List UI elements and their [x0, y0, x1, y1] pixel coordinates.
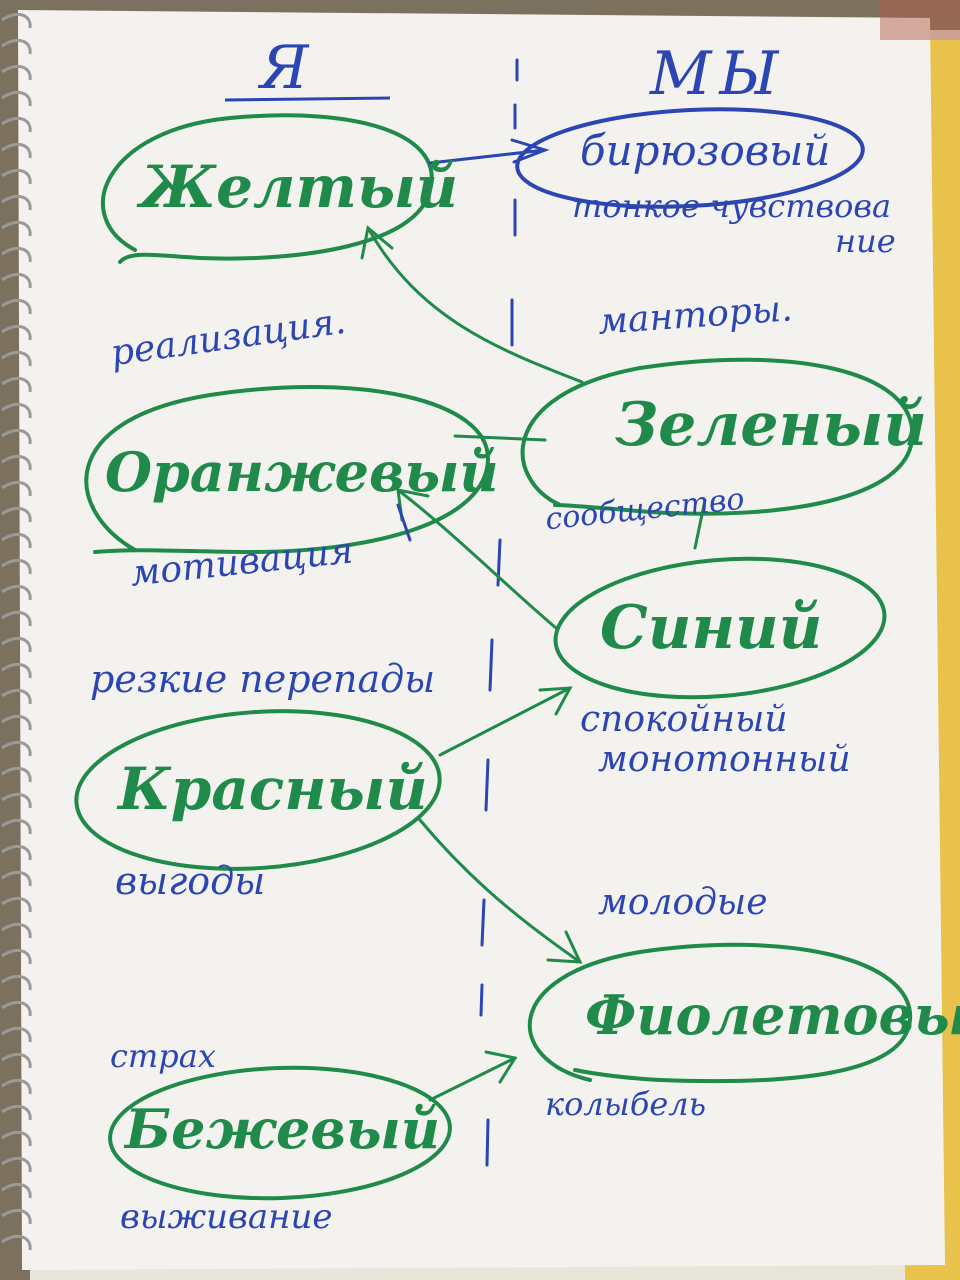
note-violet-below: колыбель: [545, 1085, 707, 1123]
spiral-ring: [1, 168, 32, 185]
spiral-ring: [1, 376, 32, 393]
spiral-ring: [1, 1000, 32, 1017]
label-violet: Фиолетовый: [585, 983, 960, 1047]
spiral-ring: [1, 1078, 32, 1095]
note-blue-1: спокойный: [580, 699, 788, 740]
note-beige-below: выживание: [120, 1197, 333, 1237]
arrow-red-to-violet: [418, 818, 583, 964]
ellipse-turquoise: [515, 107, 865, 209]
spiral-ring: [1, 350, 32, 367]
arrow-beige-to-violet: [428, 1050, 518, 1102]
note-red-below: выгоды: [115, 859, 266, 903]
spiral-ring: [1, 1052, 32, 1069]
spiral-ring: [1, 584, 32, 601]
spiral-ring: [1, 402, 32, 419]
paper-sheet: [18, 10, 945, 1270]
spiral-ring: [1, 688, 32, 705]
header-we: МЫ: [650, 39, 787, 109]
spiral-ring: [1, 220, 32, 237]
label-turquoise: бирюзовый: [580, 126, 831, 175]
spiral-binding: [1, 12, 32, 1251]
spiral-ring: [1, 922, 32, 939]
arrow-green-to-yellow: [360, 225, 584, 384]
spiral-ring: [1, 532, 32, 549]
label-beige: Бежевый: [125, 1097, 441, 1161]
ellipse-red: [74, 709, 442, 871]
note-violet-above: молодые: [598, 882, 768, 923]
ellipse-blue: [553, 556, 887, 700]
spiral-ring: [1, 1130, 32, 1147]
header-me: Я: [260, 33, 309, 103]
ellipse-beige: [108, 1065, 452, 1201]
spiral-ring: [1, 194, 32, 211]
spiral-ring: [1, 298, 32, 315]
spiral-ring: [1, 1234, 32, 1251]
note-beige-above: страх: [110, 1037, 216, 1075]
spiral-ring: [1, 792, 32, 809]
note-turquoise-2: ние: [835, 222, 896, 260]
note-blue-2: монотонный: [598, 739, 851, 780]
spiral-ring: [1, 948, 32, 965]
spiral-ring: [1, 558, 32, 575]
spiral-ring: [1, 246, 32, 263]
label-yellow: Желтый: [140, 153, 459, 221]
spiral-ring: [1, 90, 32, 107]
arrow-red-to-blue: [438, 686, 573, 757]
spiral-ring: [1, 844, 32, 861]
spiral-ring: [1, 116, 32, 133]
spiral-ring: [1, 740, 32, 757]
spiral-ring: [1, 974, 32, 991]
line-orange-to-green: [453, 434, 547, 442]
spiral-ring: [1, 610, 32, 627]
note-red-above: резкие перепады: [90, 657, 436, 701]
label-orange: Оранжевый: [105, 440, 499, 504]
spiral-ring: [1, 64, 32, 81]
spiral-ring: [1, 272, 32, 289]
label-blue: Синий: [600, 593, 823, 663]
spiral-ring: [1, 766, 32, 783]
spiral-ring: [1, 1026, 32, 1043]
spiral-ring: [1, 896, 32, 913]
label-green: Зеленый: [615, 390, 927, 460]
spiral-ring: [1, 142, 32, 159]
arrow-yellow-to-turquoise: [428, 138, 550, 165]
spiral-ring: [1, 38, 32, 55]
label-red: Красный: [118, 755, 428, 823]
spiral-ring: [1, 1182, 32, 1199]
spiral-ring: [1, 1208, 32, 1225]
center-divider: [479, 58, 519, 1167]
spiral-ring: [1, 662, 32, 679]
spiral-ring: [1, 480, 32, 497]
spiral-ring: [1, 636, 32, 653]
ellipse-green: [520, 357, 915, 516]
spiral-ring: [1, 1104, 32, 1121]
spiral-ring: [1, 454, 32, 471]
spiral-ring: [1, 1156, 32, 1173]
spiral-ring: [1, 12, 32, 29]
spiral-ring: [1, 506, 32, 523]
header-underline: [224, 96, 391, 102]
note-turquoise-1: тонкое чувствова: [572, 187, 892, 225]
spiral-ring: [1, 818, 32, 835]
spiral-ring: [1, 870, 32, 887]
spiral-ring: [1, 324, 32, 341]
spiral-ring: [1, 714, 32, 731]
spiral-ring: [1, 428, 32, 445]
ellipse-violet: [527, 942, 913, 1084]
